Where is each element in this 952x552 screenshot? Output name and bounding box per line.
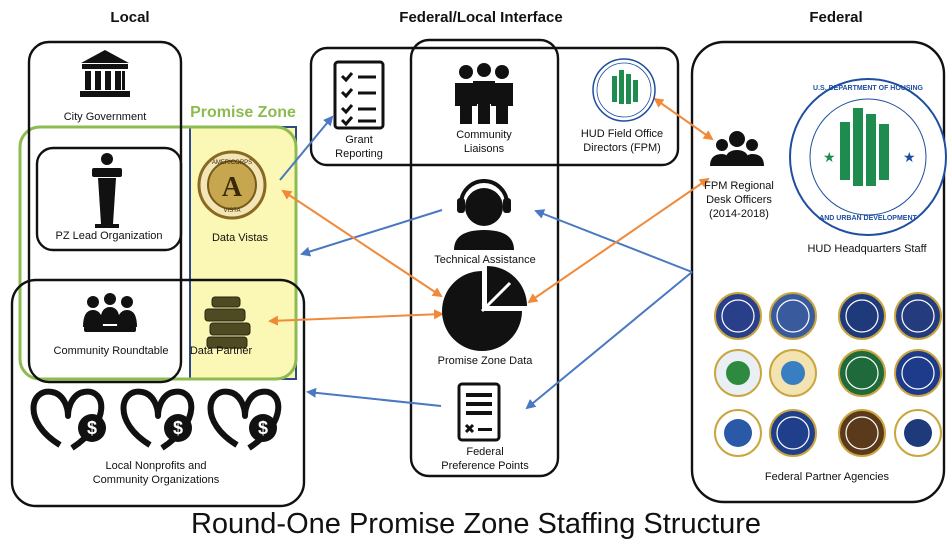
arrow-fed-to-ta [534, 209, 693, 273]
hud-headquarters-seal-icon: ★ ★ [789, 78, 947, 236]
grant-reporting-label-1: Grant [345, 134, 373, 146]
pz-lead-label: PZ Lead Organization [55, 230, 163, 242]
community-liaisons-label-2: Liaisons [463, 143, 505, 155]
city-government-label: City Government [63, 111, 147, 123]
dollar-coins [78, 414, 277, 442]
federal-pref-label-2: Preference Points [441, 460, 529, 472]
svg-text:★: ★ [903, 150, 916, 166]
books-icon [204, 296, 251, 349]
people-group-icon [83, 293, 137, 332]
svg-text:A: A [222, 172, 243, 203]
hud-field-label-2: Directors (FPM) [583, 142, 661, 154]
arrow-desk-data [527, 177, 710, 304]
technical-assistance-label: Technical Assistance [434, 254, 536, 266]
desk-officers-icon [710, 131, 764, 166]
diagram-title: Round-One Promise Zone Staffing Structur… [190, 508, 762, 540]
americorps-vista-seal-icon: A AMERICORPS VISTA [197, 150, 267, 220]
roundtable-label: Community Roundtable [53, 345, 169, 357]
local-header: Local [110, 9, 150, 26]
nonprofits-label-1: Local Nonprofits and [105, 460, 207, 472]
pie-chart-icon [442, 266, 527, 351]
federal-header: Federal [809, 9, 863, 26]
community-liaisons-label-1: Community [456, 129, 512, 141]
arrow-prefpoints-to-nonprofits [306, 387, 442, 407]
hud-field-seal-icon [592, 58, 656, 122]
nonprofits-label-2: Community Organizations [92, 474, 220, 486]
podium-icon [92, 153, 122, 228]
agency-seal-details [724, 361, 932, 447]
svg-text:$: $ [173, 418, 183, 438]
data-vistas-label: Data Vistas [211, 232, 269, 244]
arrow-field-desk [653, 97, 714, 141]
svg-text:$: $ [87, 418, 97, 438]
interface-header: Federal/Local Interface [399, 9, 563, 26]
arrow-partner-data [268, 309, 444, 326]
checklist-icon [333, 60, 385, 130]
svg-text:$: $ [258, 418, 268, 438]
document-icon [457, 382, 501, 442]
fpm-desk-label-1: FPM Regional [704, 180, 774, 192]
arrow-grant-reporting [279, 115, 334, 181]
hud-seal-text-bottom: AND URBAN DEVELOPMENT [819, 215, 917, 222]
grant-reporting-label-2: Reporting [335, 148, 383, 160]
fpm-desk-label-3: (2014-2018) [709, 208, 769, 220]
svg-text:VISTA: VISTA [224, 208, 241, 214]
courthouse-icon [80, 50, 130, 97]
promise-zone-data-label: Promise Zone Data [437, 355, 533, 367]
promise-zone-label: Promise Zone [190, 104, 296, 121]
arrow-vistas-data [281, 189, 443, 298]
hud-hq-label: HUD Headquarters Staff [807, 243, 927, 255]
hud-seal-text-top: U.S. DEPARTMENT OF HOUSING [813, 85, 923, 92]
federal-pref-label-1: Federal [466, 446, 504, 458]
hud-field-label-1: HUD Field Office [580, 128, 664, 140]
svg-text:★: ★ [823, 150, 836, 166]
pz-lead-box [35, 146, 183, 252]
svg-text:AMERICORPS: AMERICORPS [212, 160, 252, 166]
heart-dollar-icons [30, 388, 282, 451]
arrow-fed-to-prefpoints [525, 271, 693, 410]
partner-agencies-label: Federal Partner Agencies [764, 471, 890, 483]
roundtable-box [10, 278, 306, 508]
headset-support-icon [454, 179, 514, 250]
data-partner-label: Data Partner [189, 345, 253, 357]
fpm-desk-label-2: Desk Officers [706, 194, 772, 206]
liaisons-people-icon [455, 63, 513, 124]
